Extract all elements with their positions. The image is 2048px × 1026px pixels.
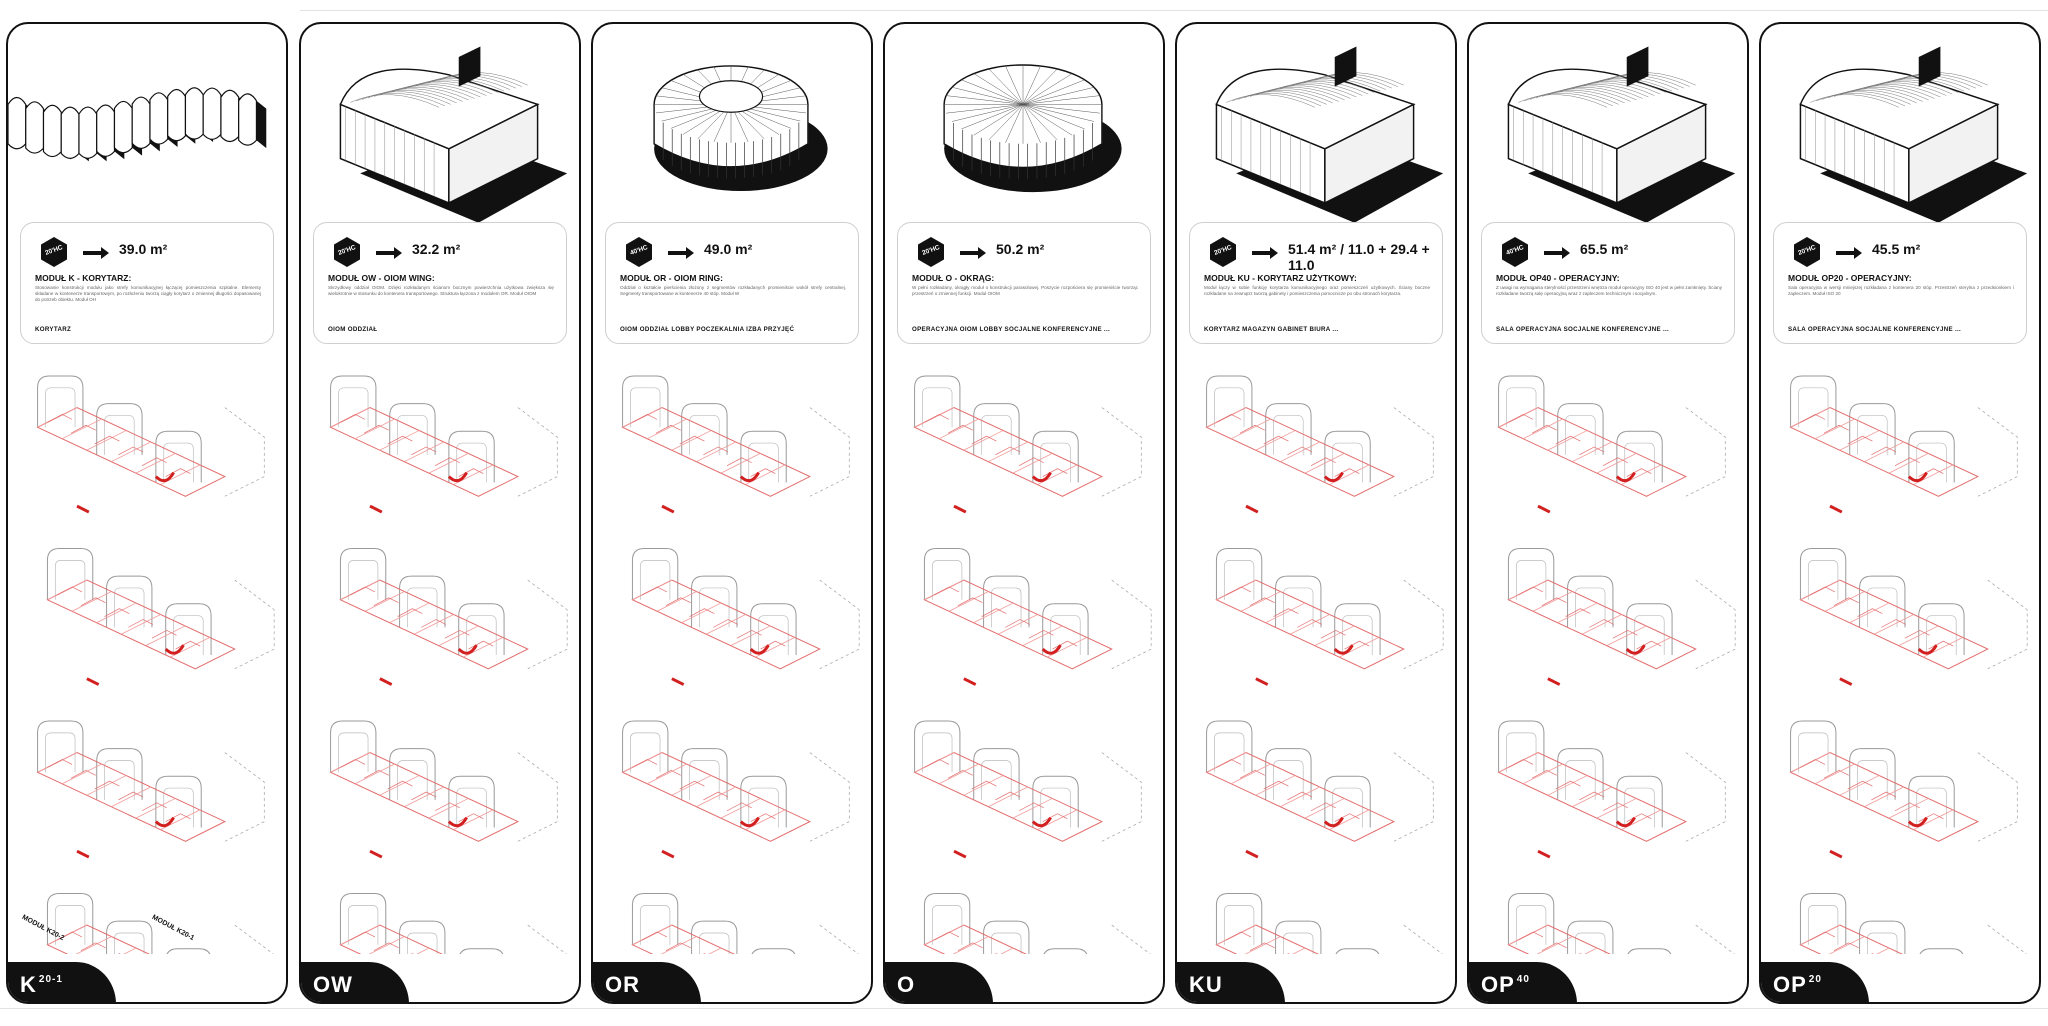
module-panel-ku: 20'HC 51.4 m² / 11.0 + 29.4 + 11.0 MODUŁ… — [1175, 22, 1457, 1004]
exploded-assembly-diagram — [1205, 375, 1444, 954]
top-rule — [300, 10, 2048, 11]
module-tab: OR — [593, 962, 701, 1002]
module-tab-label: OW — [313, 972, 353, 997]
module-title: MODUŁ OW - OIOM WING: — [328, 273, 435, 283]
container-badge-icon: 20'HC — [1208, 237, 1238, 267]
arrow-right-icon — [668, 247, 694, 259]
module-functions: KORYTARZ MAGAZYN GABINET BIURA ... — [1204, 326, 1339, 333]
module-info-card: 20'HC 39.0 m² MODUŁ K - KORYTARZ: Stosow… — [20, 222, 274, 344]
module-area: 45.5 m² — [1872, 241, 1921, 257]
module-hero-illustration — [1507, 46, 1736, 223]
module-area: 39.0 m² — [119, 241, 168, 257]
arrow-right-icon — [1544, 247, 1570, 259]
module-title: MODUŁ OP40 - OPERACYJNY: — [1496, 273, 1620, 283]
exploded-assembly-diagram — [913, 375, 1152, 954]
module-panel-op20: 20'HC 45.5 m² MODUŁ OP20 - OPERACYJNY: S… — [1759, 22, 2041, 1004]
module-tab-label: KU — [1189, 972, 1223, 997]
module-functions: OIOM ODDZIAŁ — [328, 326, 378, 333]
module-panel-k: 20'HC 39.0 m² MODUŁ K - KORYTARZ: Stosow… — [6, 22, 288, 1004]
module-tab-label: OR — [605, 972, 640, 997]
module-hero-illustration — [8, 87, 267, 162]
exploded-assembly-diagram — [621, 375, 860, 954]
module-description: Skrzydłowy oddział OIOM. Dzięki rozkłada… — [328, 285, 554, 296]
container-badge-icon: 20'HC — [1792, 237, 1822, 267]
module-area: 32.2 m² — [412, 241, 461, 257]
exploded-assembly-diagram — [1497, 375, 1736, 954]
module-panel-o: 20'HC 50.2 m² MODUŁ O - OKRĄG: W pełni r… — [883, 22, 1165, 1004]
module-info-card: 20'HC 50.2 m² MODUŁ O - OKRĄG: W pełni r… — [897, 222, 1151, 344]
module-hero-illustration — [943, 64, 1122, 193]
module-description: Oddział o kształcie pierścienia złożony … — [620, 285, 846, 296]
module-title: MODUŁ KU - KORYTARZ UŻYTKOWY: — [1204, 273, 1357, 283]
module-info-card: 20'HC 45.5 m² MODUŁ OP20 - OPERACYJNY: S… — [1773, 222, 2027, 344]
bottom-rule — [0, 1008, 2048, 1009]
module-description: Sala operacyjna w wersji mniejszej rozkł… — [1788, 285, 2014, 296]
module-info-card: 20'HC 32.2 m² MODUŁ OW - OIOM WING: Skrz… — [313, 222, 567, 344]
module-hero-illustration — [339, 46, 568, 223]
module-functions: KORYTARZ — [35, 326, 72, 333]
module-info-card: 40'HC 49.0 m² MODUŁ OR - OIOM RING: Oddz… — [605, 222, 859, 344]
module-functions: OIOM ODDZIAŁ LOBBY POCZEKALNIA IZBA PRZY… — [620, 326, 795, 333]
module-title: MODUŁ O - OKRĄG: — [912, 273, 995, 283]
module-info-card: 20'HC 51.4 m² / 11.0 + 29.4 + 11.0 MODUŁ… — [1189, 222, 1443, 344]
module-panel-op40: 40'HC 65.5 m² MODUŁ OP40 - OPERACYJNY: Z… — [1467, 22, 1749, 1004]
module-info-card: 40'HC 65.5 m² MODUŁ OP40 - OPERACYJNY: Z… — [1481, 222, 1735, 344]
exploded-assembly-diagram — [329, 375, 568, 954]
module-functions: OPERACYJNA OIOM LOBBY SOCJALNE KONFERENC… — [912, 326, 1110, 333]
arrow-right-icon — [1252, 247, 1278, 259]
module-tab: OW — [301, 962, 409, 1002]
module-description: Moduł łączy w sobie funkcję korytarza ko… — [1204, 285, 1430, 296]
module-hero-illustration — [1215, 46, 1444, 223]
module-tab: O — [885, 962, 993, 1002]
arrow-right-icon — [83, 247, 109, 259]
module-description: Z uwagi na wymagania sterylności przestr… — [1496, 285, 1722, 296]
module-tab: KU — [1177, 962, 1285, 1002]
container-badge-icon: 20'HC — [332, 237, 362, 267]
arrow-right-icon — [1836, 247, 1862, 259]
container-badge-icon: 20'HC — [916, 237, 946, 267]
module-tab-label: O — [897, 972, 916, 997]
module-description: Stosowanie konstrukcji modułu jako stref… — [35, 285, 261, 302]
module-hero-illustration — [653, 65, 828, 192]
container-badge-icon: 40'HC — [1500, 237, 1530, 267]
exploded-assembly-diagram — [36, 375, 275, 954]
module-panel-ow: 20'HC 32.2 m² MODUŁ OW - OIOM WING: Skrz… — [299, 22, 581, 1004]
container-badge-icon: 20'HC — [39, 237, 69, 267]
module-title: MODUŁ K - KORYTARZ: — [35, 273, 132, 283]
module-panel-or: 40'HC 49.0 m² MODUŁ OR - OIOM RING: Oddz… — [591, 22, 873, 1004]
module-area: 51.4 m² / 11.0 + 29.4 + 11.0 — [1288, 241, 1430, 273]
arrow-right-icon — [376, 247, 402, 259]
module-functions: SALA OPERACYJNA SOCJALNE KONFERENCYJNE .… — [1788, 326, 1962, 333]
exploded-assembly-diagram — [1789, 375, 2028, 954]
module-area: 50.2 m² — [996, 241, 1045, 257]
module-title: MODUŁ OP20 - OPERACYJNY: — [1788, 273, 1912, 283]
module-hero-illustration — [1799, 46, 2028, 223]
module-description: W pełni rozkładany, okrągły moduł o kons… — [912, 285, 1138, 296]
module-area: 65.5 m² — [1580, 241, 1629, 257]
module-area: 49.0 m² — [704, 241, 753, 257]
arrow-right-icon — [960, 247, 986, 259]
module-functions: SALA OPERACYJNA SOCJALNE KONFERENCYJNE .… — [1496, 326, 1670, 333]
container-badge-icon: 40'HC — [624, 237, 654, 267]
module-title: MODUŁ OR - OIOM RING: — [620, 273, 723, 283]
